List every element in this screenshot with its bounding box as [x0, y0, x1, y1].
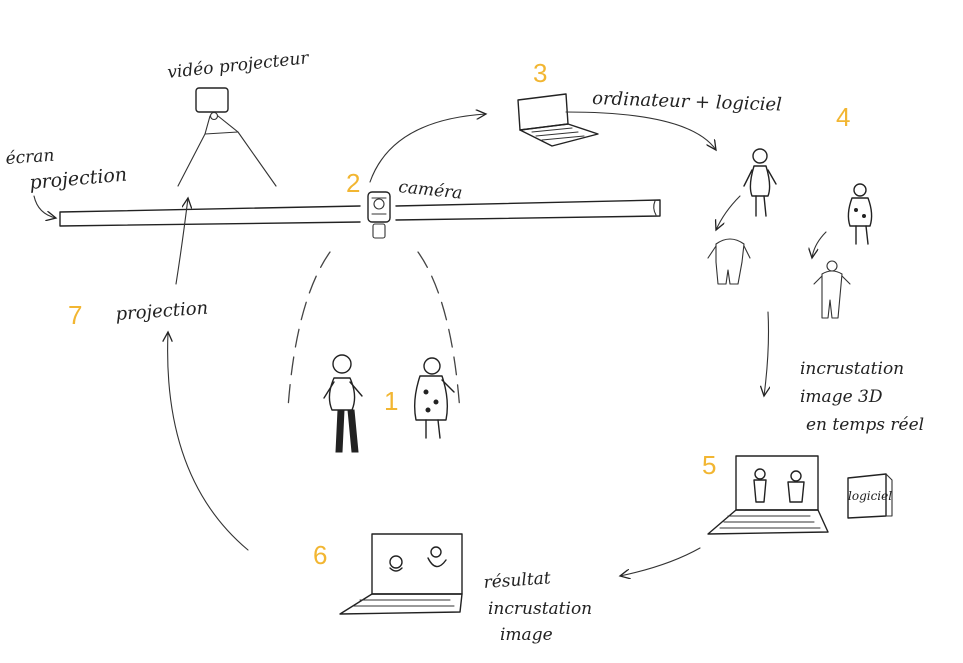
step-number-4: 4	[836, 102, 850, 132]
video-projector-label: vidéo projecteur	[166, 48, 310, 83]
step-number-7: 7	[68, 300, 82, 330]
software-box-label: logiciel	[848, 489, 892, 503]
video-projector	[178, 88, 276, 186]
arrow-person-b-to-model	[812, 232, 826, 258]
computer-software-label: ordinateur + logiciel	[592, 88, 783, 116]
arrow-camera-to-computer	[370, 114, 486, 182]
inlay-laptop	[708, 456, 828, 534]
step-number-5: 5	[702, 450, 716, 480]
camera-label: caméra	[397, 177, 463, 204]
arrow-projection-to-screen	[176, 198, 188, 284]
projection-screen	[60, 200, 660, 226]
arrow-models-to-inlay	[764, 312, 769, 396]
person-1-left	[324, 355, 362, 452]
computer-laptop	[518, 94, 598, 146]
model-3d-a	[708, 239, 750, 284]
person-1-right	[415, 358, 454, 438]
result-label-line2: incrustation	[488, 599, 592, 619]
arrow-inlay-to-result	[620, 548, 700, 576]
step-number-3: 3	[533, 58, 547, 88]
result-laptop	[340, 534, 462, 614]
detected-person-a	[744, 149, 776, 216]
result-label-line3: image	[500, 625, 553, 645]
camera-field-left	[288, 252, 330, 408]
camera-icon	[368, 192, 390, 238]
camera-field-right	[418, 252, 460, 412]
step-number-1: 1	[384, 386, 398, 416]
detected-person-b	[848, 184, 871, 244]
inlay-label-line3: en temps réel	[806, 415, 924, 435]
arrow-result-to-projection	[168, 332, 248, 550]
screen-label-line2: projection	[29, 164, 128, 194]
screen-pointer-arrow	[34, 196, 56, 218]
projection-label: projection	[115, 298, 209, 325]
step-number-2: 2	[346, 168, 360, 198]
result-label-line1: résultat	[483, 568, 551, 593]
inlay-label-line1: incrustation	[800, 359, 904, 379]
step-number-6: 6	[313, 540, 327, 570]
arrow-person-a-to-model	[716, 196, 740, 230]
screen-label-line1: écran	[5, 146, 55, 169]
inlay-label-line2: image 3D	[800, 387, 883, 407]
model-3d-b	[814, 261, 850, 318]
